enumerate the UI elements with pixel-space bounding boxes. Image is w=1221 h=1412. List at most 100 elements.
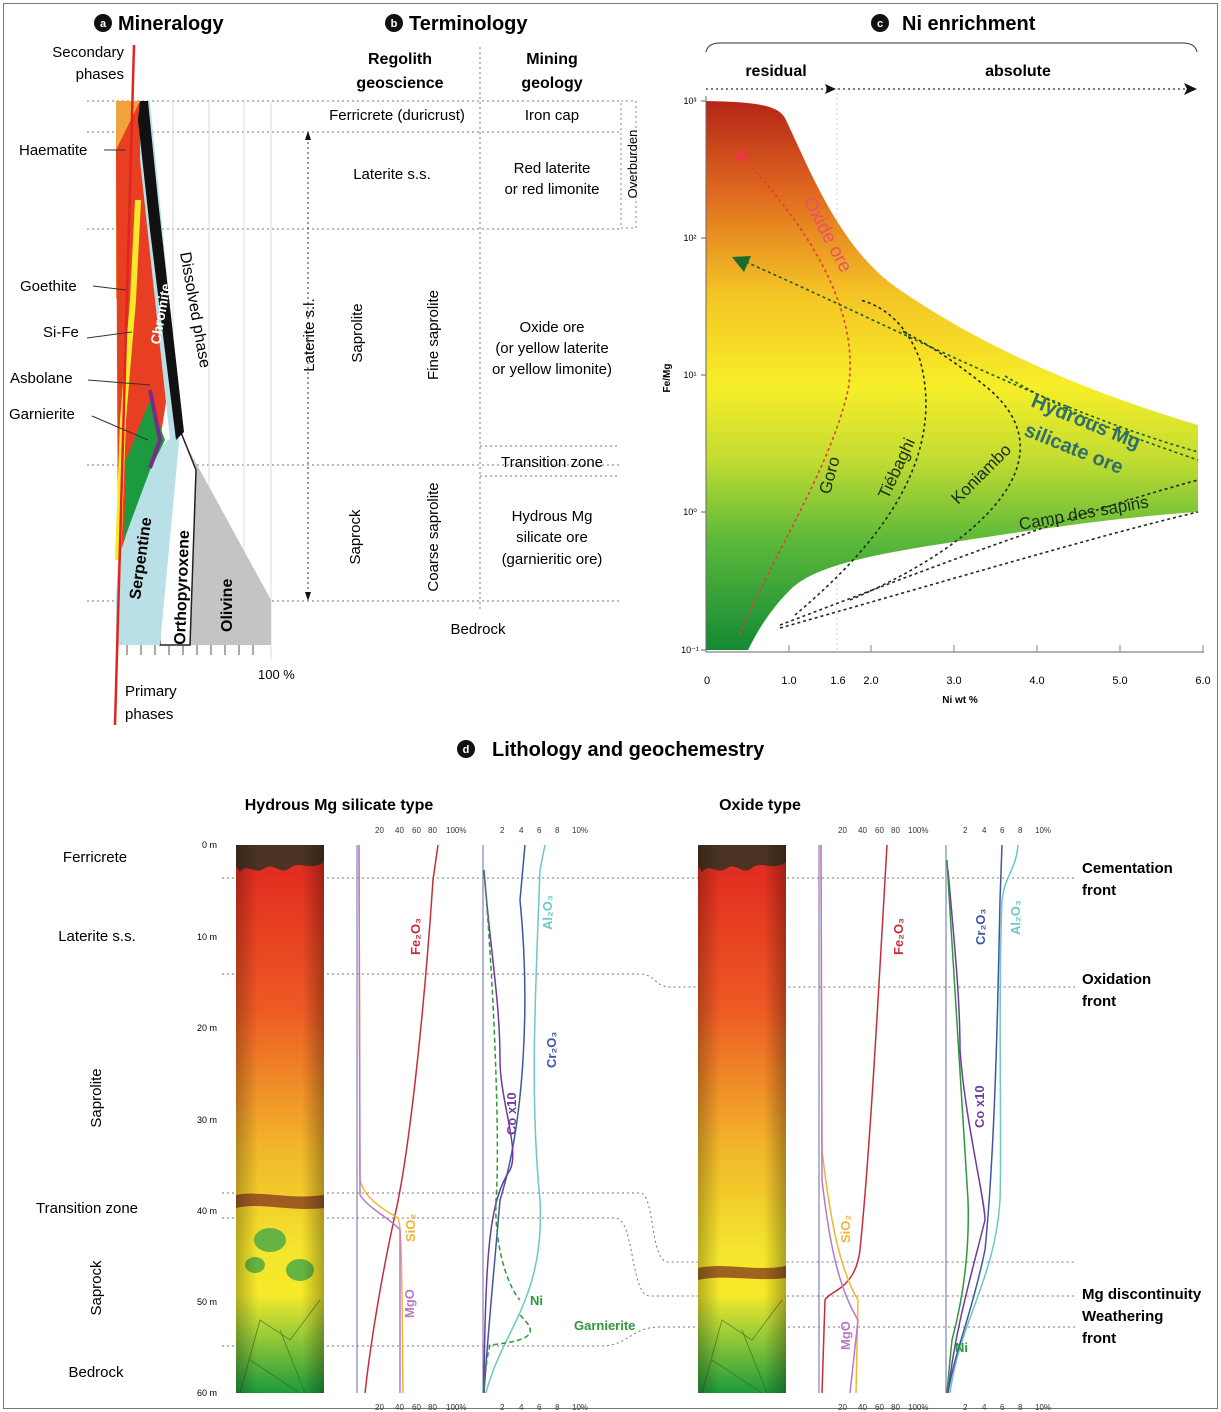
x-tick-label: 5.0 bbox=[1112, 675, 1127, 687]
scale-label: 40 bbox=[858, 1403, 867, 1412]
scale-label: 10% bbox=[572, 1403, 588, 1412]
scale-label: 2 bbox=[500, 826, 505, 835]
weathering-front-label: Weathering bbox=[1082, 1308, 1163, 1325]
scale-label: 8 bbox=[1018, 1403, 1023, 1412]
co-curve-oxide bbox=[947, 869, 986, 1394]
panel-c-title: c Ni enrichment bbox=[871, 13, 1036, 35]
scale-label: 20 bbox=[838, 826, 847, 835]
horizon-saprolite: Saprolite bbox=[88, 1068, 105, 1127]
scale-label: 10% bbox=[1035, 826, 1051, 835]
panel-b-title: b Terminology bbox=[385, 13, 528, 35]
panel-title: Terminology bbox=[409, 13, 528, 35]
scale-label: 6 bbox=[1000, 1403, 1005, 1412]
depth-scale: 0 m 10 m 20 m 30 m 40 m 50 m 60 m bbox=[197, 840, 217, 1398]
scale-label: 60 bbox=[412, 1403, 421, 1412]
mineral-label-haematite: Haematite bbox=[19, 142, 87, 159]
bedrock-term: Bedrock bbox=[450, 621, 506, 638]
mineral-label-si-fe: Si-Fe bbox=[43, 324, 79, 341]
y-tick-label: 10³ bbox=[683, 96, 696, 106]
oxide-ore-term: Oxide ore bbox=[519, 319, 584, 336]
al2o3-curve-hydrous bbox=[485, 844, 546, 1394]
olivine-layer bbox=[178, 430, 271, 645]
panel-title: Ni enrichment bbox=[902, 13, 1036, 35]
cr2o3-curve-hydrous bbox=[483, 844, 526, 1394]
absolute-label: absolute bbox=[985, 63, 1051, 80]
x-tick-label: 0 bbox=[704, 675, 710, 687]
x-tick-label: 3.0 bbox=[946, 675, 961, 687]
scale-label: 80 bbox=[428, 826, 437, 835]
percent-ticks bbox=[126, 645, 254, 655]
al2o3-label: Al₂O₃ bbox=[540, 895, 555, 930]
x-tick-label: 1.6 bbox=[830, 675, 845, 687]
depth-label: 20 m bbox=[197, 1023, 217, 1033]
oxide-type-title: Oxide type bbox=[719, 797, 801, 814]
panel-a-title: a Mineralogy bbox=[94, 13, 224, 35]
al2o3-curve-oxide bbox=[949, 844, 1019, 1394]
outer-frame bbox=[3, 3, 1218, 1409]
depth-label: 40 m bbox=[197, 1206, 217, 1216]
scale-label: 8 bbox=[555, 826, 560, 835]
overburden-term: Overburden bbox=[625, 130, 640, 199]
scale-label: 40 bbox=[858, 826, 867, 835]
scale-label: 10% bbox=[1035, 1403, 1051, 1412]
x-tick-label: 2.0 bbox=[863, 675, 878, 687]
scale-label: 100% bbox=[446, 1403, 466, 1412]
depth-label: 50 m bbox=[197, 1297, 217, 1307]
co-curve-hydrous bbox=[483, 869, 514, 1394]
scale-label: 60 bbox=[875, 1403, 884, 1412]
scale-label: 40 bbox=[395, 826, 404, 835]
panel-letter: a bbox=[100, 18, 107, 30]
hydrous-curves bbox=[358, 844, 546, 1394]
orthopyroxene-label: Orthopyroxene bbox=[172, 530, 193, 645]
hydrous-path-lower bbox=[1004, 375, 1199, 461]
fe2o3-curve-oxide bbox=[821, 844, 888, 1394]
trajectories bbox=[739, 159, 1199, 636]
scale-label: 2 bbox=[963, 1403, 968, 1412]
panel-letter: b bbox=[391, 18, 398, 30]
y-tick-label: 10² bbox=[683, 233, 696, 243]
oxidation-front-label: front bbox=[1082, 993, 1116, 1010]
scale-label: 4 bbox=[982, 826, 987, 835]
scale-label: 6 bbox=[537, 826, 542, 835]
enrichment-panel: residual absolute 10³ 10² 10¹ 10⁰ 10⁻¹ F… bbox=[662, 42, 1211, 706]
ni-label: Ni bbox=[530, 1293, 543, 1308]
horizon-laterite: Laterite s.s. bbox=[58, 928, 136, 945]
mineralogy-panel: 100 % Secondary phases Primary phases Ha… bbox=[9, 44, 620, 726]
scale-label: 80 bbox=[891, 1403, 900, 1412]
mg-discontinuity-label: Mg discontinuity bbox=[1082, 1286, 1202, 1303]
dissolved-phase-label: Dissolved phase bbox=[176, 251, 213, 370]
oxide-profile-column bbox=[698, 845, 786, 1394]
asbolane-line bbox=[148, 389, 163, 469]
terminology-panel: Regolith geoscience Mining geology Ferri… bbox=[301, 47, 640, 638]
primary-phases-label: Primary bbox=[125, 683, 177, 700]
garnierite-label: Garnierite bbox=[574, 1318, 635, 1333]
hydrous-arrow bbox=[732, 256, 751, 272]
horizon-ferricrete: Ferricrete bbox=[63, 849, 127, 866]
plot-frames bbox=[356, 845, 947, 1393]
cementation-front-label: front bbox=[1082, 882, 1116, 899]
hydrous-term: Hydrous Mg bbox=[512, 508, 593, 525]
oxide-curves bbox=[820, 844, 1019, 1394]
y-tick-label: 10⁰ bbox=[683, 507, 697, 517]
fe2o3-label-oxide: Fe₂O₃ bbox=[891, 918, 906, 955]
mgo-label-oxide: MgO bbox=[838, 1321, 853, 1350]
oxidation-front-label: Oxidation bbox=[1082, 971, 1151, 988]
horizon-transition: Transition zone bbox=[36, 1200, 138, 1217]
cr2o3-label: Cr₂O₃ bbox=[544, 1032, 559, 1068]
scale-label: 4 bbox=[982, 1403, 987, 1412]
y-tick-marks bbox=[701, 100, 706, 651]
scale-labels: 20 40 60 80 100% 2 4 6 8 10% 20 40 60 80… bbox=[375, 826, 1051, 1412]
fe2o3-label: Fe₂O₃ bbox=[408, 918, 423, 955]
oxide-ore-arrow bbox=[734, 146, 750, 163]
fine-saprolite-term: Fine saprolite bbox=[425, 290, 442, 380]
scale-label: 100% bbox=[446, 826, 466, 835]
scale-label: 8 bbox=[555, 1403, 560, 1412]
hydrous-path bbox=[745, 261, 1199, 453]
hydrous-term: silicate ore bbox=[516, 529, 588, 546]
scale-label: 8 bbox=[1018, 826, 1023, 835]
sio2-label: SiO₂ bbox=[403, 1214, 418, 1242]
saprolite-term: Saprolite bbox=[349, 303, 366, 362]
x-tick-label: 4.0 bbox=[1029, 675, 1044, 687]
saprock-term: Saprock bbox=[347, 509, 364, 565]
